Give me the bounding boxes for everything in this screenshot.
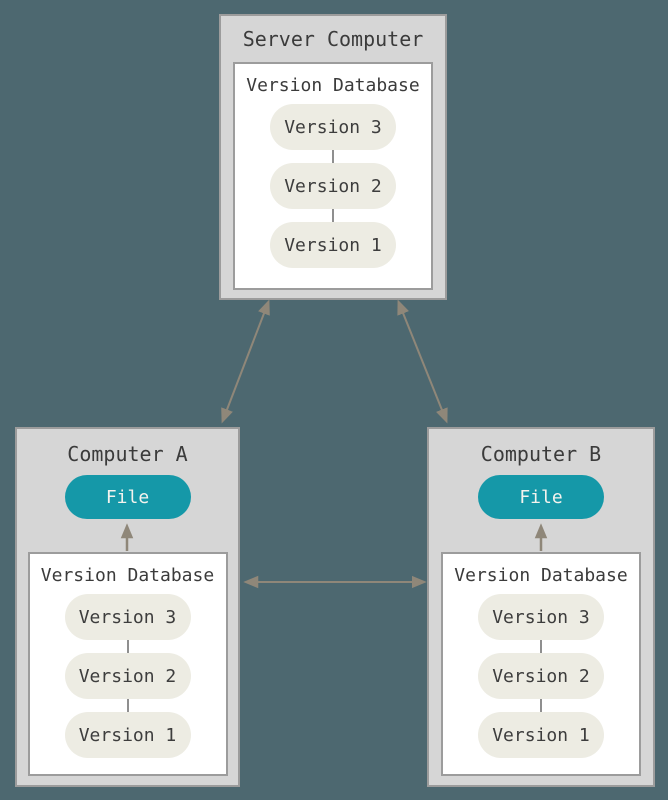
server-version-1-pill: Version 1 <box>270 222 396 268</box>
computer-a-version-database-panel: Version Database Version 3 Version 2 Ver… <box>27 552 228 776</box>
server-version-database-label: Version Database <box>246 75 420 96</box>
version-connector-line <box>126 699 129 712</box>
arrow-server-computer-b <box>397 299 448 424</box>
server-computer-box: Server Computer Version Database Version… <box>219 14 447 300</box>
computer-b-version-3-pill: Version 3 <box>478 594 604 640</box>
server-version-2-pill: Version 2 <box>270 163 396 209</box>
computer-a-version-2-pill: Version 2 <box>64 653 191 699</box>
computer-b-box: Computer B File Version Database Version… <box>427 427 655 787</box>
version-connector-line <box>126 640 129 653</box>
computer-b-version-database-panel: Version Database Version 3 Version 2 Ver… <box>441 552 641 776</box>
computer-b-version-database-label: Version Database <box>454 565 628 586</box>
arrow-server-computer-a <box>221 299 270 424</box>
computer-b-version-1-pill: Version 1 <box>478 712 604 758</box>
computer-a-box: Computer A File Version Database Version… <box>15 427 240 787</box>
version-connector-line <box>540 699 542 712</box>
computer-b-file-pill: File <box>478 475 604 519</box>
computer-a-file-pill: File <box>64 475 191 519</box>
computer-a-version-1-pill: Version 1 <box>64 712 191 758</box>
computer-b-title: Computer B <box>480 442 602 466</box>
computer-a-version-database-label: Version Database <box>40 565 215 586</box>
server-computer-title: Server Computer <box>242 27 424 51</box>
computer-a-version-3-pill: Version 3 <box>64 594 191 640</box>
version-connector-line <box>540 640 542 653</box>
computer-b-version-2-pill: Version 2 <box>478 653 604 699</box>
version-connector-line <box>332 150 334 163</box>
server-version-database-panel: Version Database Version 3 Version 2 Ver… <box>233 62 433 290</box>
version-connector-line <box>332 209 334 222</box>
computer-a-title: Computer A <box>67 442 188 466</box>
server-version-3-pill: Version 3 <box>270 104 396 150</box>
